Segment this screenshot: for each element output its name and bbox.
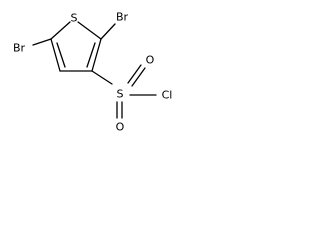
thiophene-ring bbox=[50, 21, 102, 72]
bond-c4-c5 bbox=[50, 38, 61, 72]
atom-label-br-top: Br bbox=[116, 11, 129, 24]
atom-label-o-bottom: O bbox=[116, 121, 125, 134]
atom-label-o-top: O bbox=[146, 54, 155, 67]
bond-c5-br bbox=[32, 38, 52, 46]
bond-s-o-top-a bbox=[127, 64, 142, 84]
bond-c2-br bbox=[100, 23, 116, 40]
atom-label-s-sulfonyl: S bbox=[117, 88, 124, 101]
atom-label-cl: Cl bbox=[162, 89, 173, 102]
atom-label-br-left: Br bbox=[13, 42, 26, 55]
bond-s1-c2 bbox=[77, 21, 102, 40]
bond-s-o-top-b bbox=[131, 67, 146, 87]
bond-c5-s1 bbox=[50, 21, 71, 40]
atom-label-s-ring: S bbox=[71, 12, 78, 25]
structure-diagram: S Br Br S O O Cl bbox=[13, 11, 173, 134]
bond-c4-c5-inner bbox=[56, 42, 66, 68]
bond-c2-c3 bbox=[91, 38, 102, 72]
bond-c2-c3-inner bbox=[86, 42, 96, 68]
bond-c3-sulfonyl bbox=[91, 70, 113, 85]
